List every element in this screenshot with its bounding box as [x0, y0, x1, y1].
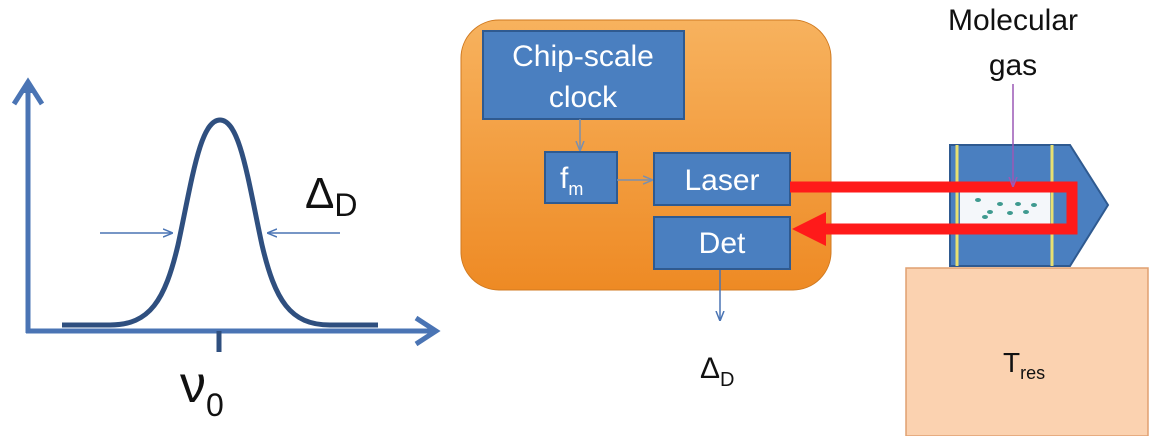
fm-label: fm: [560, 162, 583, 199]
reservoir-block: [905, 267, 1149, 436]
laser-beam-path: [790, 181, 1078, 235]
center-frequency-label: ν0: [180, 356, 224, 423]
chip-scale-clock-label-line1: Chip-scale: [512, 40, 654, 73]
device-module: Chip-scale clock fm Laser Det ΔD: [460, 19, 832, 391]
laser-box: [653, 152, 791, 206]
x-axis-arrowhead: [414, 315, 441, 347]
gas-molecule: [1007, 211, 1013, 215]
molecular-gas-label-line2: gas: [989, 49, 1037, 82]
gas-cell: [949, 144, 1110, 267]
reservoir-label: Tres: [1003, 347, 1045, 383]
fm-box: [544, 151, 618, 204]
gas-molecule: [975, 198, 981, 202]
molecular-gas-label-line1: Molecular: [948, 4, 1078, 37]
detector-output-label: ΔD: [700, 352, 735, 391]
gas-molecule: [1015, 202, 1021, 206]
laser-beam: [790, 181, 1078, 246]
detector-label: Det: [699, 227, 746, 260]
gas-molecule: [1023, 210, 1029, 214]
gas-molecule: [1031, 203, 1037, 207]
gaussian-curve: [62, 117, 378, 328]
gas-molecule: [987, 210, 993, 214]
gas-molecule: [982, 215, 988, 219]
y-axis-arrowhead: [11, 77, 45, 106]
chip-scale-clock-box: [482, 30, 685, 120]
laser-label: Laser: [684, 164, 759, 197]
gas-molecules: [975, 198, 1037, 219]
laser-beam-arrowhead: [792, 212, 826, 246]
doppler-width-label: ΔD: [305, 169, 358, 223]
gas-molecule: [997, 202, 1003, 206]
thermal-reservoir: Tres: [905, 267, 1149, 436]
chip-scale-clock-label-line2: clock: [549, 81, 618, 114]
gaussian-plot: ΔD ν0: [11, 77, 441, 423]
detector-box: [653, 216, 791, 270]
